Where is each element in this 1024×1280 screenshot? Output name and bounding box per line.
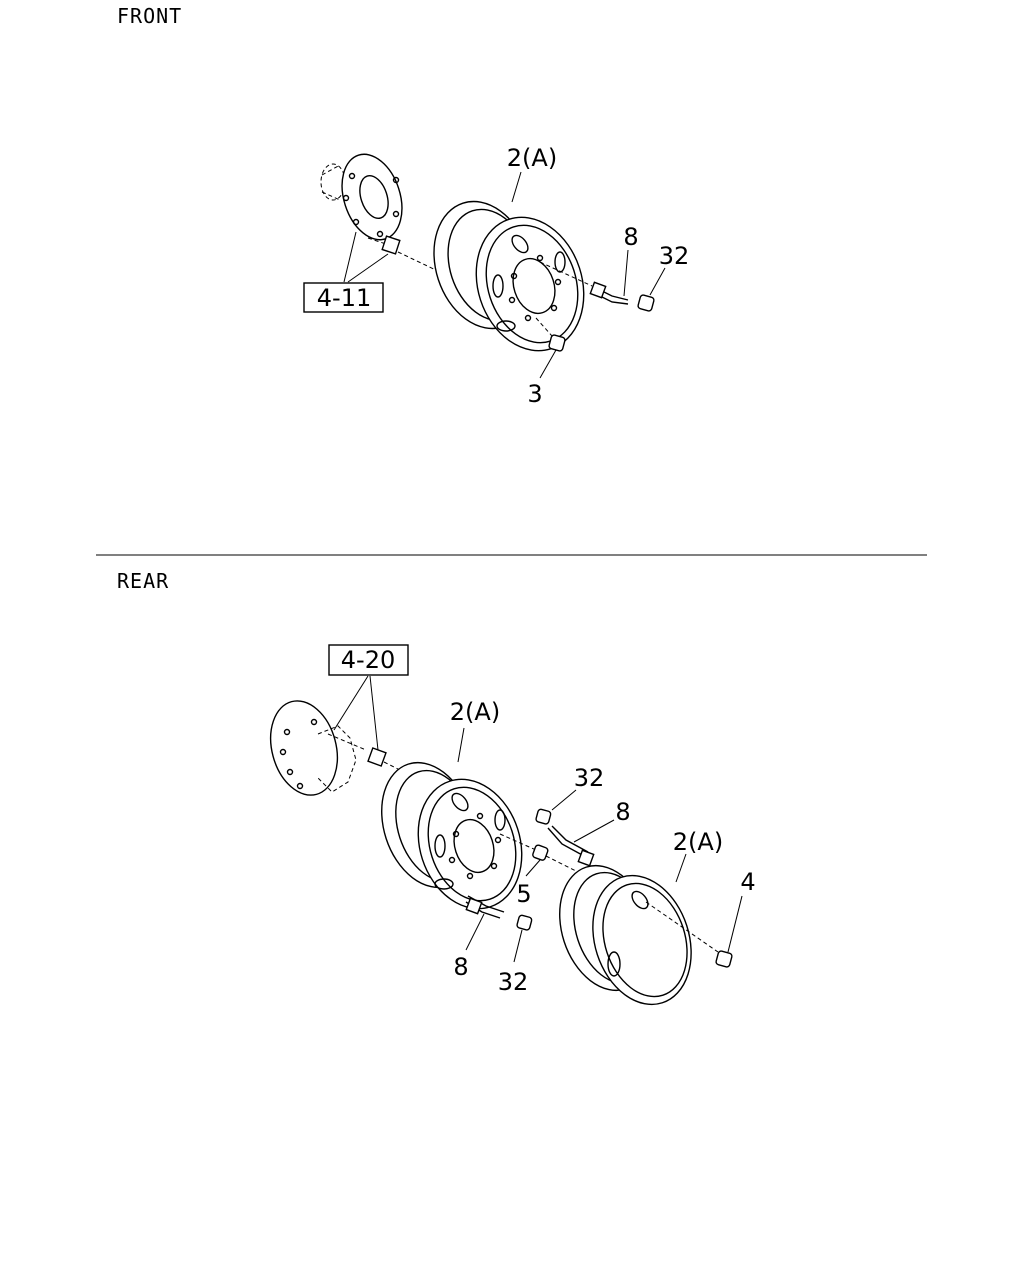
rear-outer-wheel-label: 2(A) xyxy=(673,828,723,856)
rear-hub xyxy=(269,700,357,796)
front-cap-label: 32 xyxy=(659,242,690,270)
front-ref-label: 4-11 xyxy=(317,284,371,312)
rear-upper-cap-label: 32 xyxy=(574,764,605,792)
front-valve-label: 8 xyxy=(623,223,638,251)
front-section-title: FRONT xyxy=(117,4,183,28)
rear-lower-valve-leader xyxy=(465,913,485,951)
rear-ref-box xyxy=(328,644,409,676)
front-wheel-label: 2(A) xyxy=(507,144,557,172)
rear-outer-nut-label: 4 xyxy=(740,868,755,896)
rear-hub-bolt xyxy=(327,733,409,775)
rear-outer-nut-leader xyxy=(727,895,743,953)
rear-section-title: REAR xyxy=(117,569,170,593)
rear-upper-valve-leader xyxy=(573,819,615,843)
front-wheel-nut xyxy=(535,317,566,352)
rear-lower-valve-stem xyxy=(465,895,505,919)
front-nut-label: 3 xyxy=(527,380,542,408)
rear-ref-leader-b xyxy=(369,675,379,751)
rear-upper-cap-leader xyxy=(551,789,577,811)
rear-outer-wheel-nut xyxy=(715,950,733,968)
rear-inner-wheel-label: 2(A) xyxy=(450,698,500,726)
front-ref-leader-a xyxy=(343,231,357,283)
rear-upper-valve-label: 8 xyxy=(615,798,630,826)
front-hub xyxy=(320,153,403,241)
front-hub-bolt xyxy=(367,235,441,273)
front-wheel-leader xyxy=(511,171,522,203)
rear-outer-wheel-leader xyxy=(675,853,687,883)
rear-inner-wheel-leader xyxy=(457,727,465,763)
rear-upper-valve-cap xyxy=(535,808,552,825)
rear-inner-nut-leader xyxy=(525,859,541,877)
front-valve-cap xyxy=(637,294,655,312)
front-valve-leader xyxy=(623,249,629,297)
front-nut-leader xyxy=(539,349,557,379)
front-cap-leader xyxy=(649,267,666,296)
front-ref-leader-b xyxy=(347,253,389,283)
rear-upper-valve-stem xyxy=(547,825,595,867)
rear-lower-valve-cap xyxy=(516,914,533,931)
rear-inner-wheel xyxy=(381,761,523,910)
rear-inner-nut xyxy=(499,833,591,879)
rear-lower-cap-leader xyxy=(513,929,523,963)
front-ref-box xyxy=(303,282,384,313)
rear-ref-leader-a xyxy=(333,675,369,731)
rear-ref-label: 4-20 xyxy=(341,646,395,674)
front-wheel xyxy=(433,200,585,352)
rear-inner-nut-label: 5 xyxy=(516,880,531,908)
rear-lower-cap-label: 32 xyxy=(498,968,529,996)
rear-lower-valve-label: 8 xyxy=(453,953,468,981)
rear-outer-wheel xyxy=(559,864,719,1006)
front-valve-stem xyxy=(539,261,629,305)
